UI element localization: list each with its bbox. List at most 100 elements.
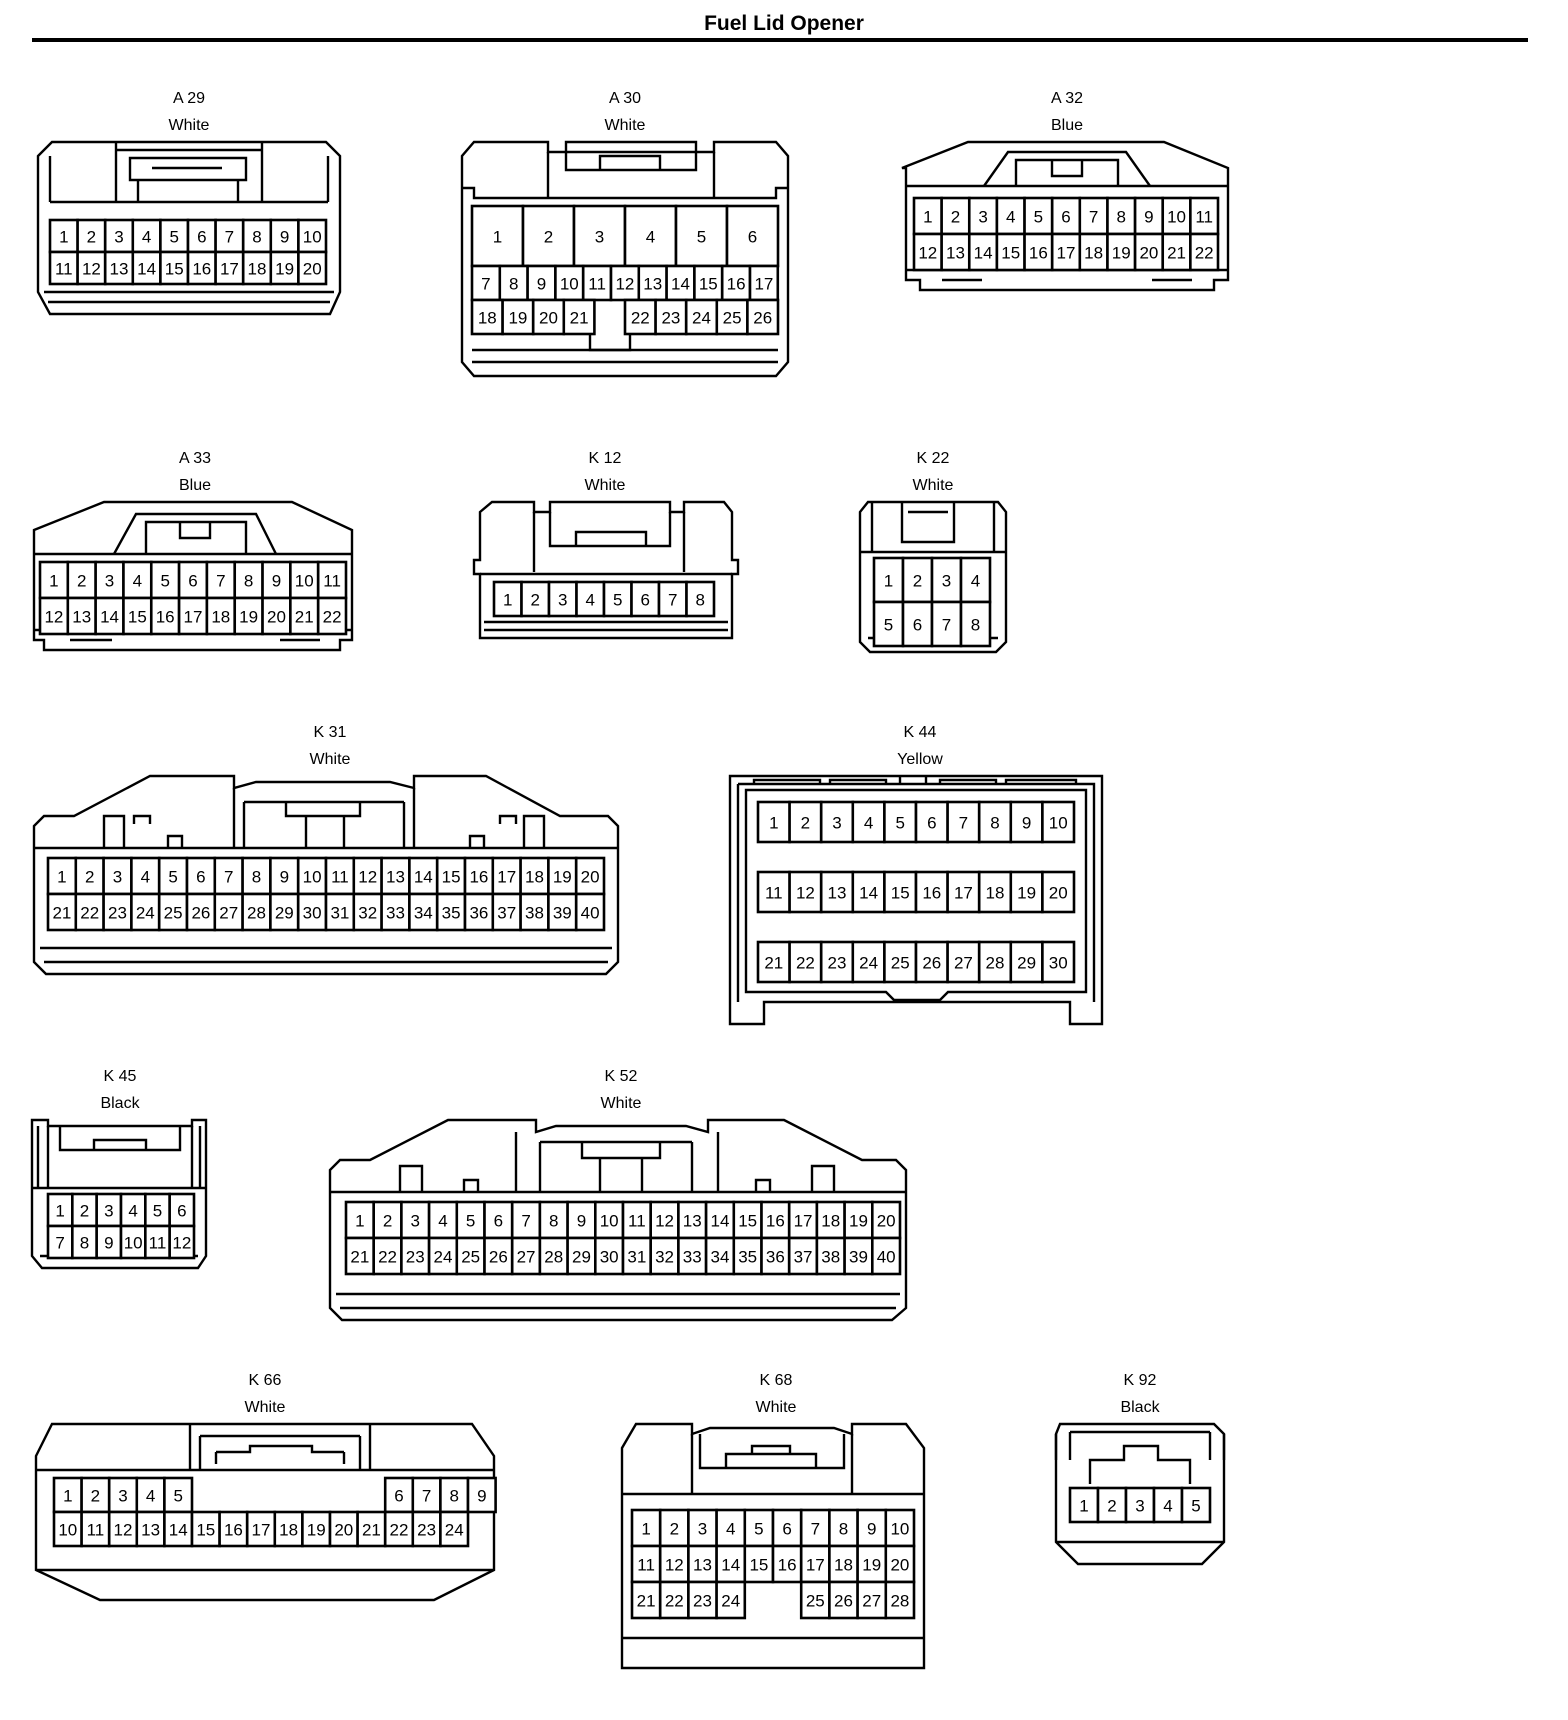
pin-number: 22 (80, 904, 99, 923)
pin-number: 11 (765, 884, 783, 903)
pin-cell (1096, 1486, 1128, 1524)
pin-number: 3 (118, 1487, 127, 1506)
pin-number: 21 (1167, 244, 1186, 263)
pin-cell (704, 1200, 736, 1240)
pin-number: 1 (923, 208, 932, 227)
pin-number: 13 (828, 884, 847, 903)
connector-id: K 22 (916, 450, 950, 467)
pin-number: 20 (581, 868, 600, 887)
pin-cell (1041, 800, 1076, 844)
pin-cell (819, 870, 855, 914)
housing-inner (462, 152, 788, 364)
pin-number: 12 (655, 1212, 674, 1231)
pin-cell (883, 800, 918, 844)
pin-number: 4 (438, 1212, 447, 1231)
pin-cell (411, 1510, 442, 1548)
pin-number: 28 (544, 1248, 563, 1267)
pin-number: 8 (549, 1212, 558, 1231)
pin-number: 16 (922, 884, 941, 903)
housing-outline (472, 500, 740, 640)
pin-number: 2 (670, 1520, 679, 1539)
pin-cell (930, 600, 963, 648)
pin-number: 29 (1017, 954, 1036, 973)
pin-cell (380, 856, 411, 896)
pin-number: 11 (637, 1556, 655, 1575)
connector-id: A 29 (172, 90, 206, 107)
pin-number: 9 (280, 228, 289, 247)
pin-number: 6 (197, 228, 206, 247)
pin-number: 34 (414, 904, 433, 923)
latch-shape (114, 142, 264, 202)
pin-number: 8 (449, 1487, 458, 1506)
pin-number: 22 (796, 954, 815, 973)
pin-number: 6 (927, 814, 936, 833)
pin-number: 32 (655, 1248, 674, 1267)
pin-number: 8 (509, 275, 518, 294)
housing-outline (1054, 1422, 1226, 1566)
pin-number: 5 (1191, 1497, 1200, 1516)
pin-number: 18 (279, 1521, 298, 1540)
pin-number: 18 (525, 868, 544, 887)
pin-cell (995, 232, 1026, 272)
pin-cell (159, 250, 190, 286)
pin-cell (1161, 232, 1192, 272)
pin-number: 17 (252, 1521, 271, 1540)
pin-cell (1050, 196, 1082, 236)
pin-number: 18 (986, 884, 1005, 903)
pin-number: 6 (913, 616, 922, 635)
connector-id: K 52 (604, 1068, 638, 1085)
pin-number: 17 (1057, 244, 1076, 263)
pin-cell (748, 264, 780, 302)
pin-number: 10 (303, 228, 322, 247)
connector-color: White (755, 1399, 797, 1416)
pin-number: 18 (248, 260, 267, 279)
pin-number: 3 (698, 1520, 707, 1539)
pin-number: 23 (828, 954, 847, 973)
pin-number: 7 (225, 228, 234, 247)
pin-number: 19 (1017, 884, 1036, 903)
pin-cell (1023, 232, 1054, 272)
pin-number: 27 (954, 954, 973, 973)
pin-number: 7 (55, 1234, 64, 1253)
pin-cell (107, 1510, 139, 1548)
pin-number: 4 (133, 572, 142, 591)
connector-id: K 92 (1123, 1372, 1157, 1389)
pin-number: 39 (849, 1248, 868, 1267)
pin-cell (356, 1510, 387, 1548)
pin-number: 11 (55, 260, 73, 279)
pin-cell (163, 1510, 194, 1548)
pin-number: 20 (334, 1521, 353, 1540)
pin-cell (828, 1580, 859, 1620)
pin-number: 11 (588, 275, 606, 294)
pin-number: 4 (586, 591, 595, 610)
pin-number: 27 (517, 1248, 536, 1267)
pin-number: 2 (951, 208, 960, 227)
pin-number: 7 (481, 275, 490, 294)
page-title: Fuel Lid Opener (704, 12, 864, 35)
pin-cell (884, 1580, 916, 1620)
pin-number: 13 (946, 244, 965, 263)
pin-cell (914, 800, 949, 844)
pin-number: 35 (442, 904, 461, 923)
pin-number: 15 (1001, 244, 1020, 263)
pin-number: 8 (990, 814, 999, 833)
pin-number: 8 (971, 616, 980, 635)
housing-outline (328, 1118, 908, 1322)
pin-number: 18 (478, 309, 497, 328)
pin-number: 5 (153, 1202, 162, 1221)
pin-number: 12 (796, 884, 815, 903)
pin-number: 2 (91, 1487, 100, 1506)
pin-number: 21 (295, 608, 314, 627)
housing-outline (858, 500, 1008, 654)
pin-number: 12 (358, 868, 377, 887)
pin-number: 26 (922, 954, 941, 973)
pin-number: 7 (224, 868, 233, 887)
housing-inner (34, 846, 618, 964)
